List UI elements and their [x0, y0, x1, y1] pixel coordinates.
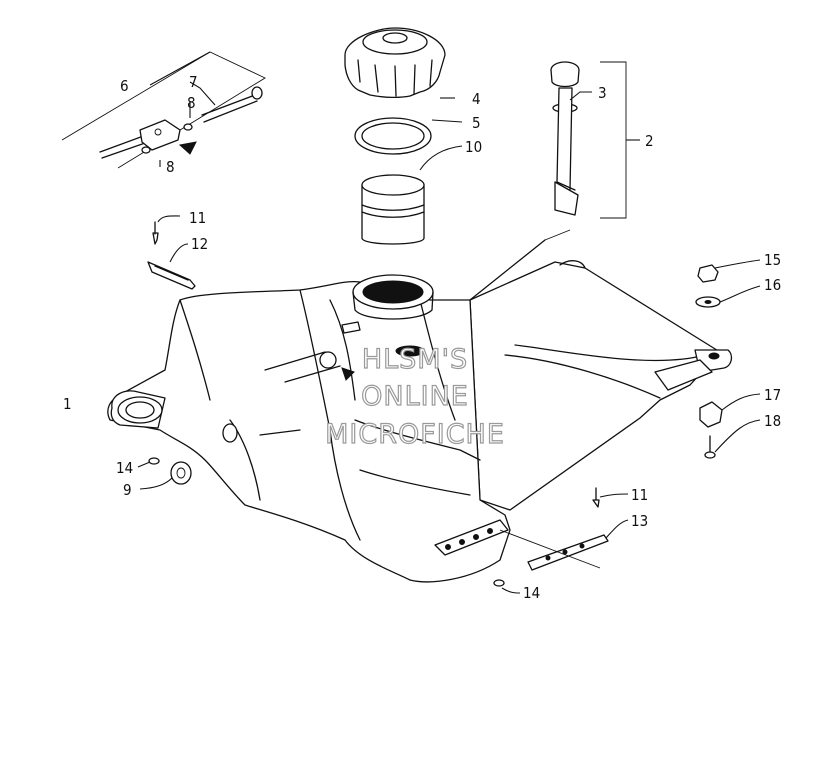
leader-lines	[137, 51, 761, 594]
callout-1: 1	[63, 395, 72, 413]
callout-3: 3	[598, 84, 607, 102]
callout-8-lower: 8	[166, 158, 175, 176]
watermark-line-2: ONLINE	[361, 381, 469, 412]
callout-11-upper: 11	[189, 209, 206, 227]
callout-18: 18	[764, 412, 781, 430]
fuel-gauge	[550, 61, 627, 219]
hardware-parts	[147, 221, 723, 587]
callout-16: 16	[764, 276, 781, 294]
callout-17: 17	[764, 386, 781, 404]
watermark-line-3: MICROFICHE	[325, 419, 505, 450]
callout-14-left: 14	[116, 459, 133, 477]
callout-4: 4	[472, 90, 481, 108]
callout-8-upper: 8	[187, 94, 196, 112]
callout-13: 13	[631, 512, 648, 530]
callout-7: 7	[189, 73, 198, 91]
callout-12: 12	[191, 235, 208, 253]
fuel-strainer	[361, 174, 425, 245]
fuel-tank	[107, 229, 733, 583]
callout-6: 6	[120, 77, 129, 95]
callout-labels: 1 2 3 4 5 6 7 8 8 9 10 11 11 12 13 14 14…	[63, 73, 781, 602]
bracket-assembly	[61, 51, 266, 169]
watermark: HLSM'S ONLINE MICROFICHE	[324, 343, 505, 450]
callout-10: 10	[465, 138, 482, 156]
callout-15: 15	[764, 251, 781, 269]
gas-cap	[344, 27, 446, 99]
callout-9: 9	[123, 481, 132, 499]
callout-2: 2	[645, 132, 654, 150]
callout-14-bottom: 14	[523, 584, 540, 602]
watermark-line-1: HLSM'S	[362, 344, 468, 375]
cap-gasket	[354, 117, 432, 155]
callout-5: 5	[472, 114, 481, 132]
callout-11-lower: 11	[631, 486, 648, 504]
